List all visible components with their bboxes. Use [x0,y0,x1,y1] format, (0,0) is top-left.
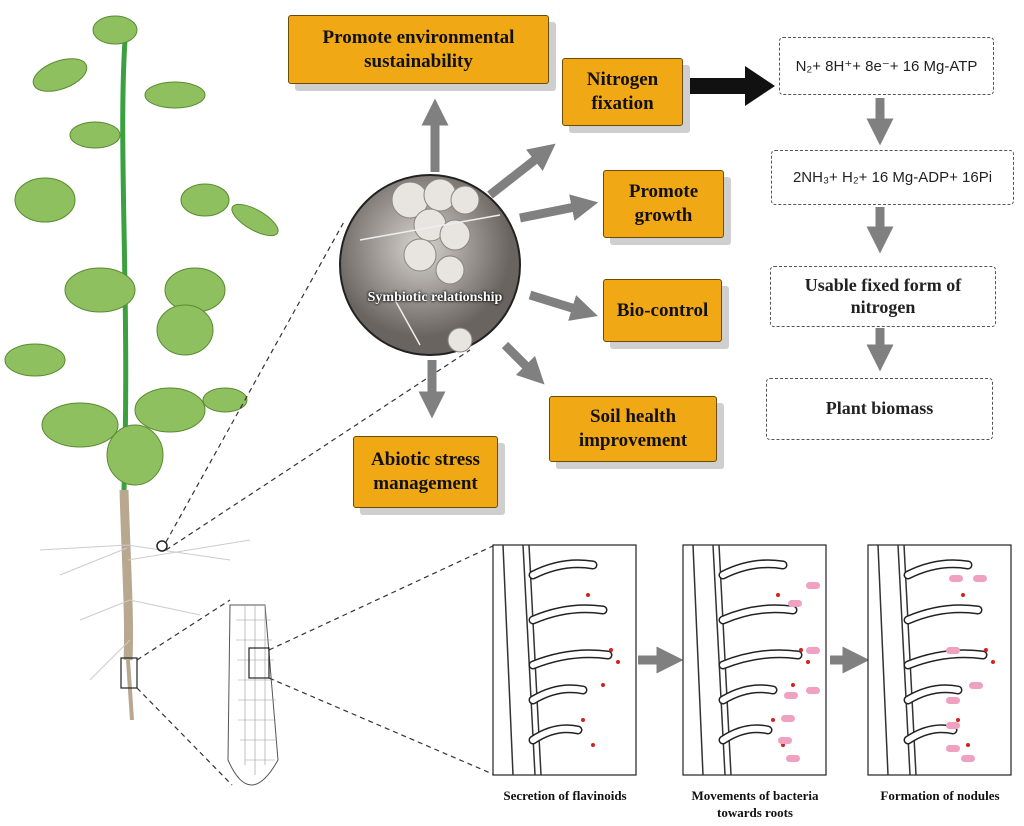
bacteria [778,737,792,744]
flavonoid-signal [956,718,960,722]
pathway-step-2: 2NH₃+ H₂+ 16 Mg-ADP+ 16Pi [771,150,1014,205]
pathway-step-3: Usable fixed form of nitrogen [770,266,996,327]
bacteria [973,575,987,582]
flavonoid-signal [984,648,988,652]
stage-panels [492,544,1012,776]
flavonoid-signal [771,718,775,722]
black-arrow-icon [690,66,775,106]
flavonoid-signal [581,718,585,722]
flavonoid-signal [601,683,605,687]
box-abiotic-stress: Abiotic stress management [353,436,498,508]
flavonoid-signal [966,743,970,747]
benefit-arrows [418,98,894,674]
box-nitrogen-fixation: Nitrogen fixation [562,58,683,126]
nodule-photo [339,174,521,356]
bacteria [946,697,960,704]
stage-caption-2: Movements of bacteria towards roots [691,788,819,820]
bacteria [788,600,802,607]
flavonoid-signal [799,648,803,652]
box-bio-control: Bio-control [603,279,722,342]
flavonoid-signal [991,660,995,664]
bacteria [784,692,798,699]
center-label: Symbiotic relationship [367,290,503,305]
box-soil-health: Soil health improvement [549,396,717,462]
stage-caption-1: Secretion of flavinoids [503,788,627,803]
flavonoid-signal [961,593,965,597]
bacteria [806,687,820,694]
bacteria [961,755,975,762]
bacteria [946,647,960,654]
bacteria [969,682,983,689]
bacteria [949,575,963,582]
soybean-plant-illustration [4,15,279,721]
bacteria [781,715,795,722]
box-promote-growth: Promote growth [603,170,724,238]
flavonoid-signal [776,593,780,597]
bacteria [786,755,800,762]
bacteria [806,582,820,589]
pathway-step-1: N₂+ 8H⁺+ 8e⁻+ 16 Mg-ATP [779,37,994,95]
flavonoid-signal [616,660,620,664]
stage-caption-3: Formation of nodules [880,788,1000,803]
pathway-step-4: Plant biomass [766,378,993,440]
flavonoid-signal [586,593,590,597]
flavonoid-signal [791,683,795,687]
bacteria [946,722,960,729]
box-sustainability: Promote environmental sustainability [288,15,549,84]
flavonoid-signal [609,648,613,652]
flavonoid-signal [591,743,595,747]
flavonoid-signal [806,660,810,664]
root-tip-illustration [227,604,279,786]
bacteria [806,647,820,654]
bacteria [946,745,960,752]
